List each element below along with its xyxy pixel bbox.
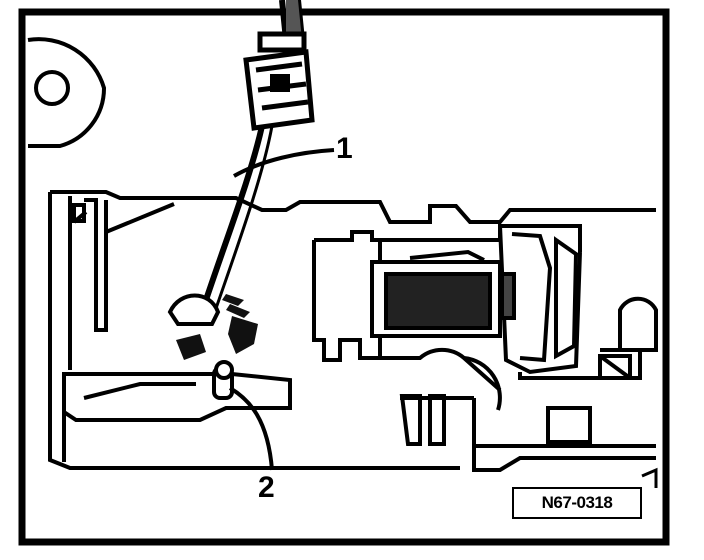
round-plug [27,37,107,148]
outer-frame [18,8,670,546]
callout-label-2: 2 [258,471,275,504]
lower-clip [399,394,656,472]
callout-label-1: 1 [336,132,353,165]
housing-body [48,190,656,470]
direction-arrows [222,294,258,354]
cable [167,125,274,360]
bottom-edge-mark [641,467,658,488]
locking-pin [212,360,274,471]
figure-reference-code: N67-0318 [512,487,642,519]
lower-rail [62,372,292,462]
leader-line-1 [233,148,335,178]
right-module [312,224,658,411]
wire-connector [243,0,315,131]
